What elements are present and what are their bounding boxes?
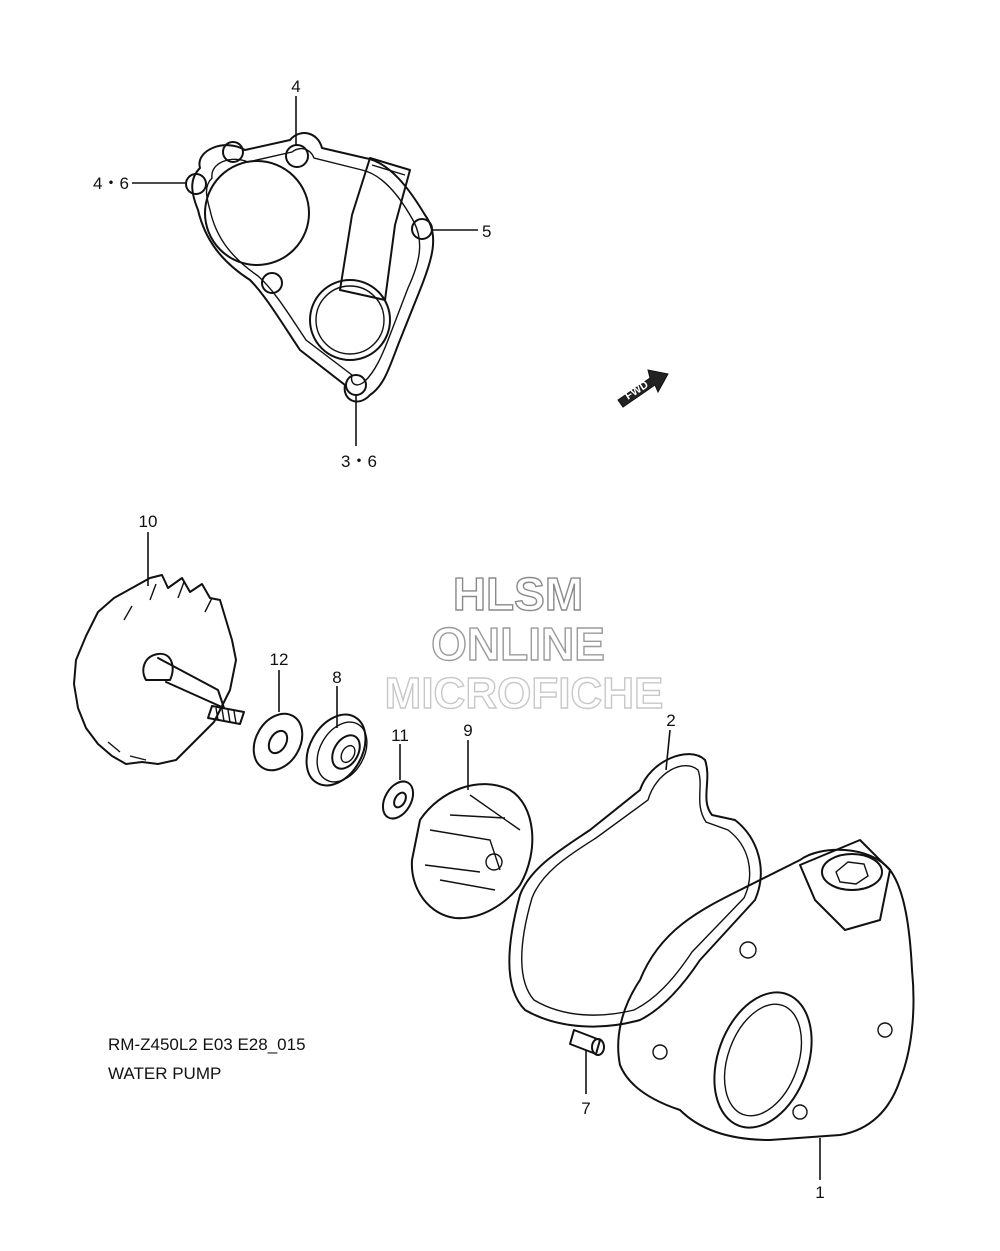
model-code: RM-Z450L2 E03 E28_015 xyxy=(108,1035,306,1054)
callout-8[interactable]: 8 xyxy=(332,668,341,687)
callout-4-6[interactable]: 4・6 xyxy=(93,174,129,193)
watermark-line-1: HLSM xyxy=(453,568,583,620)
callouts: 4 4・6 5 3・6 10 12 8 11 9 2 7 1 xyxy=(93,77,825,1202)
washer-12-part[interactable] xyxy=(244,705,312,779)
mechanical-seal-8-part[interactable] xyxy=(294,704,377,796)
callout-2[interactable]: 2 xyxy=(666,711,675,730)
callout-9[interactable]: 9 xyxy=(463,721,472,740)
impeller-9-part[interactable] xyxy=(410,783,534,920)
leader-lines xyxy=(132,96,821,1180)
callout-4[interactable]: 4 xyxy=(291,77,300,96)
callout-3-6[interactable]: 3・6 xyxy=(341,452,377,471)
gasket-2-part[interactable] xyxy=(508,753,762,1028)
callout-1[interactable]: 1 xyxy=(815,1183,824,1202)
pump-cover-part[interactable] xyxy=(185,132,435,403)
watermark: HLSM ONLINE MICROFICHE xyxy=(384,567,664,718)
pump-gear-part[interactable] xyxy=(73,574,245,765)
dowel-pin-7-part[interactable] xyxy=(569,1029,605,1056)
callout-10[interactable]: 10 xyxy=(139,512,158,531)
forward-direction-arrow: FWD xyxy=(617,369,669,408)
pump-case-1-part[interactable] xyxy=(617,839,915,1141)
watermark-line-3: MICROFICHE xyxy=(385,669,664,718)
callout-7[interactable]: 7 xyxy=(581,1099,590,1118)
washer-11-part[interactable] xyxy=(377,776,420,824)
callout-5[interactable]: 5 xyxy=(482,222,491,241)
diagram-title: WATER PUMP xyxy=(108,1064,221,1083)
callout-12[interactable]: 12 xyxy=(270,650,289,669)
diagram-caption: RM-Z450L2 E03 E28_015 WATER PUMP xyxy=(108,1035,306,1083)
callout-11[interactable]: 11 xyxy=(391,726,409,745)
watermark-line-2: ONLINE xyxy=(431,618,605,670)
